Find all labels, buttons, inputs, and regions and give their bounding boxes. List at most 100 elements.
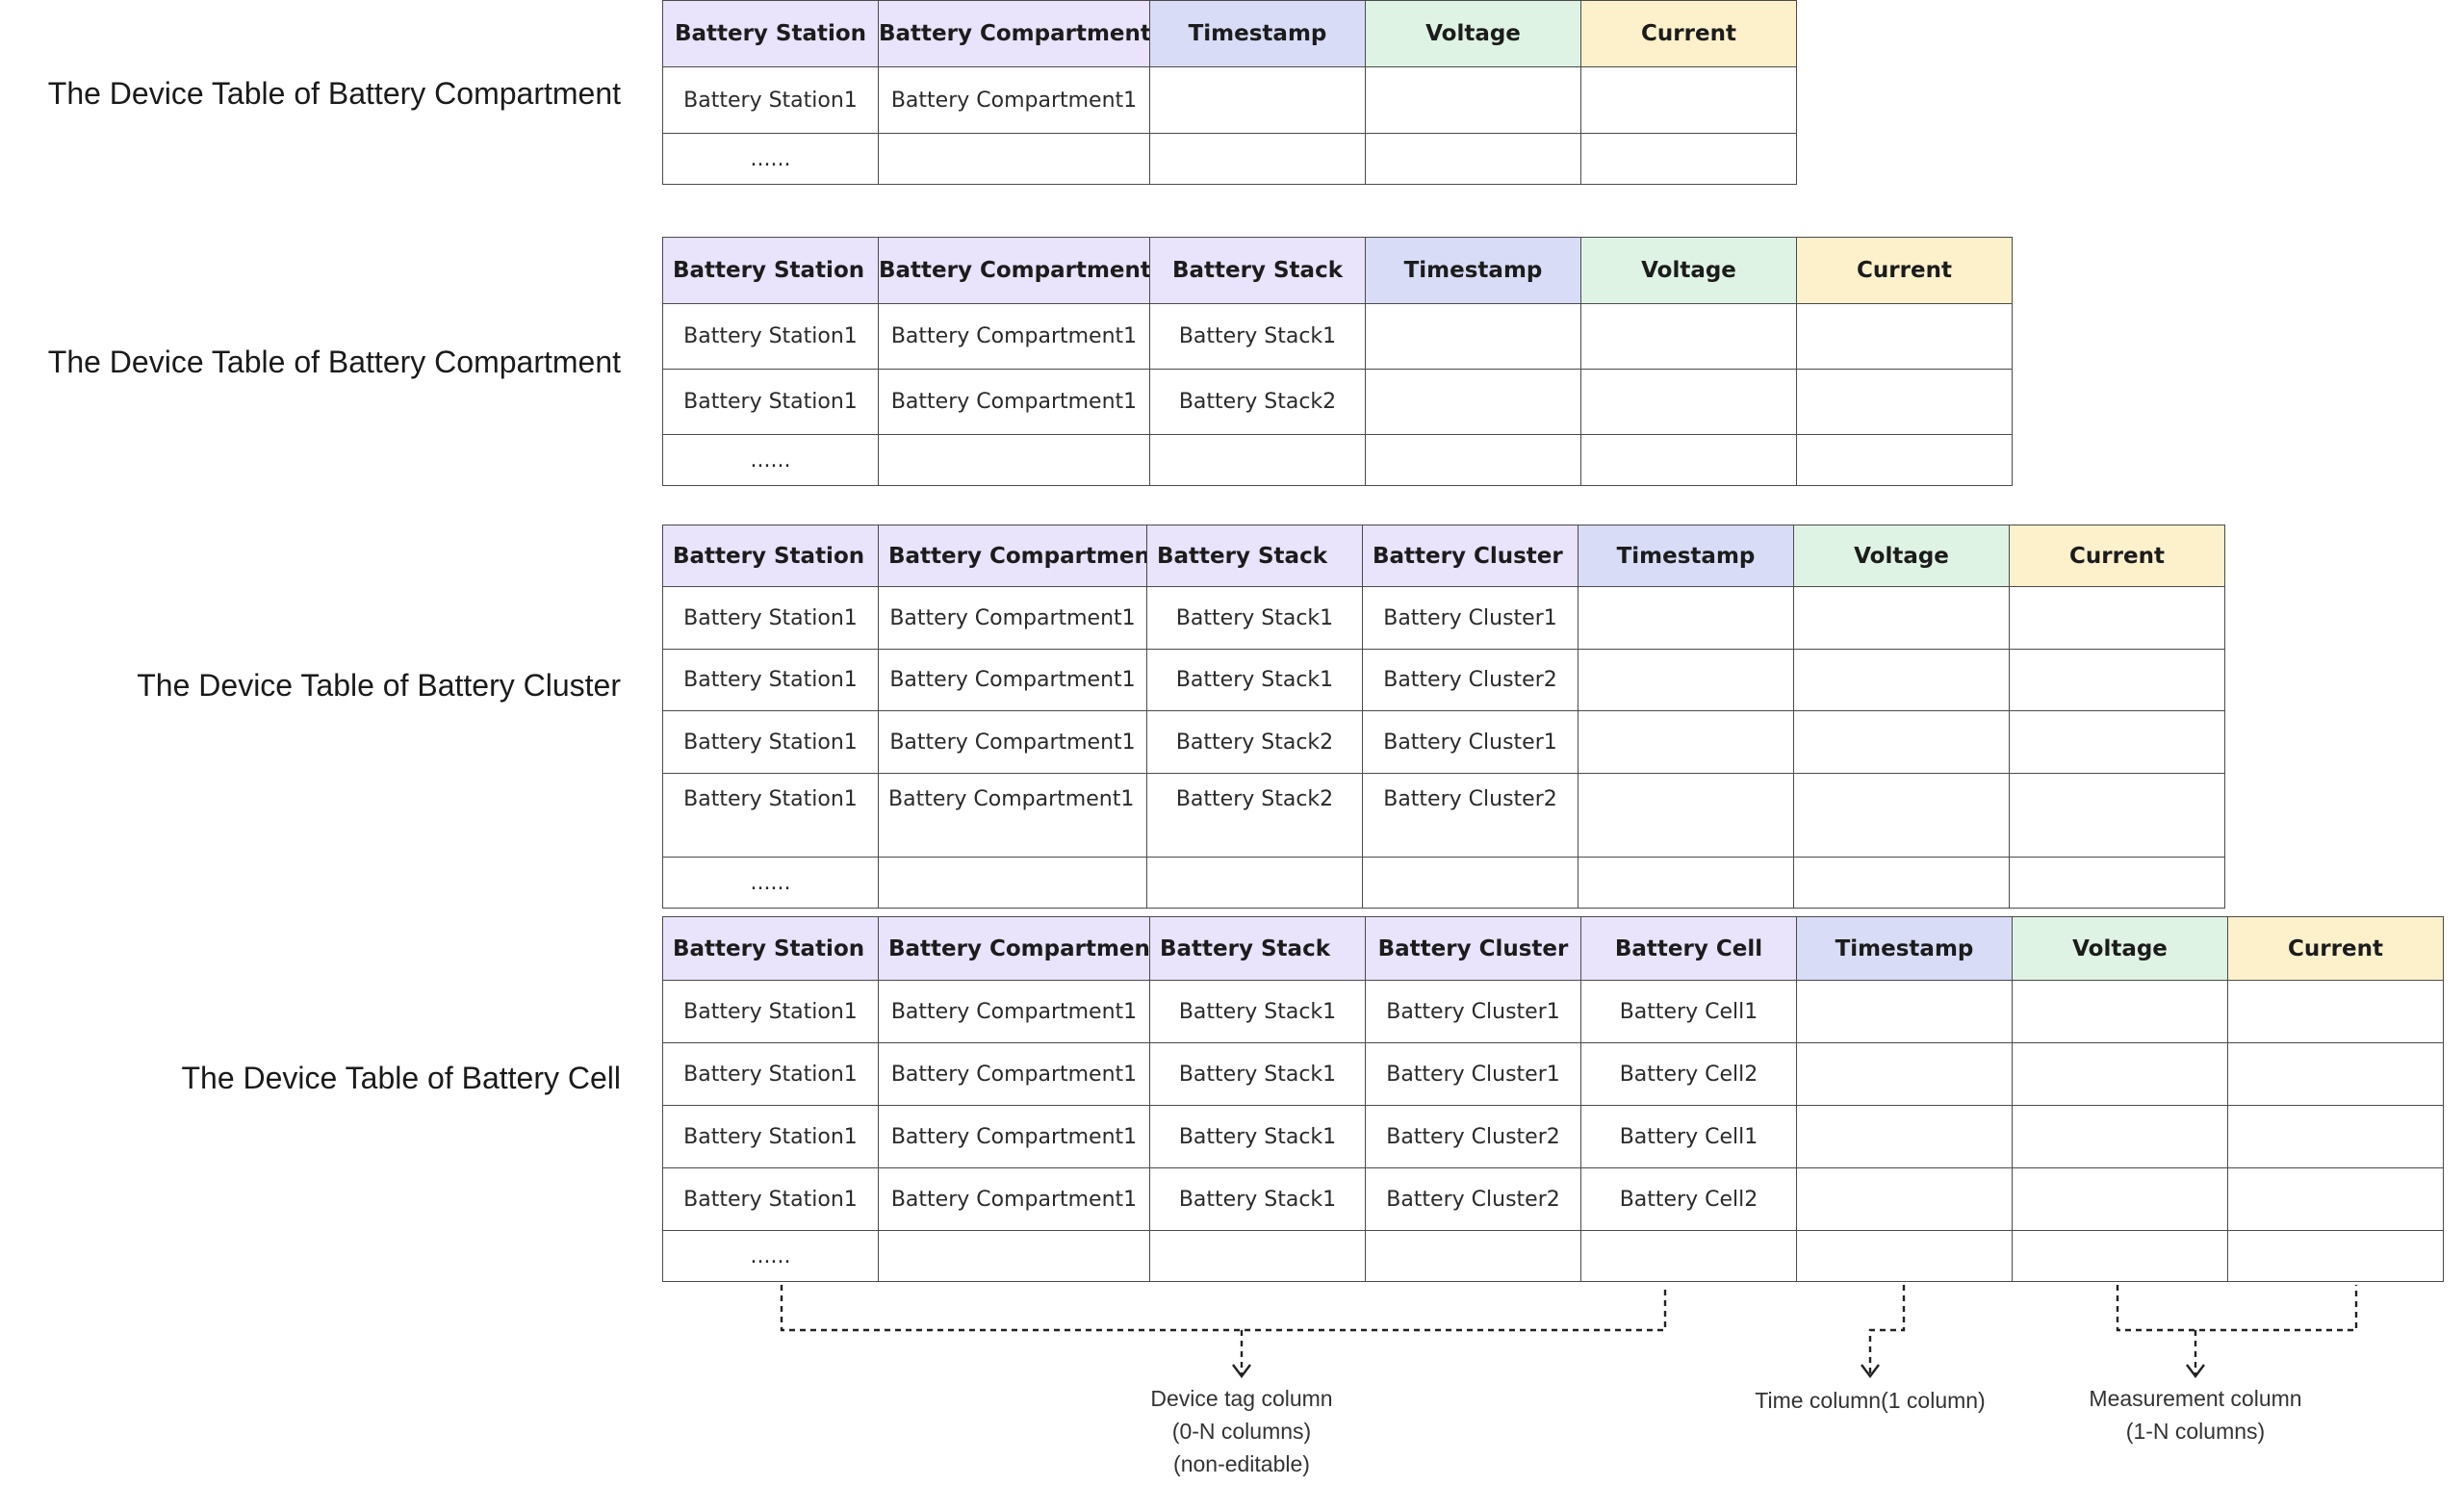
- table-cell: ......: [662, 857, 879, 909]
- table-cell: [1362, 857, 1578, 909]
- table-cell: Battery Stack2: [1149, 369, 1366, 435]
- header-cell: Battery Compartment: [878, 916, 1150, 981]
- table-cell: [2227, 1105, 2444, 1168]
- table-cell: Battery Station1: [662, 303, 879, 370]
- table-row: ......: [662, 434, 2013, 486]
- table-cell: [1578, 710, 1794, 774]
- header-cell: Battery Compartment: [878, 237, 1150, 304]
- table-cell: Battery Compartment1: [878, 1042, 1150, 1106]
- table-row: Battery Station1 Battery Compartment1 Ba…: [662, 303, 2013, 370]
- table-row: Battery Station1 Battery Compartment1 Ba…: [662, 710, 2225, 774]
- header-cell: Timestamp: [1149, 0, 1366, 67]
- table-cell: Battery Station1: [662, 586, 879, 650]
- device-table-battery-cluster: Battery Station Battery Compartment Batt…: [662, 525, 2225, 909]
- table-cell: Battery Cluster1: [1362, 710, 1578, 774]
- table-cell: [1365, 133, 1581, 185]
- table-cell: [2227, 980, 2444, 1043]
- annotation-line: (non-editable): [1173, 1451, 1310, 1476]
- table-cell: Battery Cell1: [1580, 1105, 1797, 1168]
- table-cell: [1796, 434, 2013, 486]
- table-cell: [1796, 1230, 2013, 1282]
- table-cell: Battery Station1: [662, 710, 879, 774]
- annotation-line: (1-N columns): [2125, 1419, 2266, 1444]
- table-cell: Battery Cell1: [1580, 980, 1797, 1043]
- table-cell: Battery Stack1: [1149, 1042, 1366, 1106]
- header-cell: Voltage: [1580, 237, 1797, 304]
- table-cell: Battery Cluster1: [1362, 586, 1578, 650]
- measurement-bracket: [2116, 1285, 2358, 1332]
- table-cell: [1793, 710, 2010, 774]
- header-cell: Voltage: [1793, 525, 2010, 587]
- table-cell: [2012, 980, 2228, 1043]
- header-cell: Battery Cluster: [1362, 525, 1578, 587]
- table-row: ......: [662, 857, 2225, 909]
- table-cell: [1580, 434, 1797, 486]
- table-cell: [1149, 66, 1366, 134]
- table-cell: [2012, 1167, 2228, 1231]
- header-cell: Battery Stack: [1146, 525, 1363, 587]
- table-cell: [1580, 66, 1797, 134]
- table-title: The Device Table of Battery Cell: [181, 1061, 621, 1095]
- table-cell: Battery Cell2: [1580, 1167, 1797, 1231]
- table-row: Battery Station1 Battery Compartment1 Ba…: [662, 586, 2225, 650]
- table-cell: [1793, 857, 2010, 909]
- table-cell: Battery Stack1: [1149, 1105, 1366, 1168]
- table-cell: Battery Cluster2: [1365, 1105, 1581, 1168]
- table-row: ......: [662, 1230, 2444, 1282]
- header-cell: Battery Stack: [1149, 237, 1366, 304]
- table-cell: [1578, 649, 1794, 711]
- annotation-line: Measurement column: [2089, 1386, 2302, 1411]
- table-cell: [2227, 1230, 2444, 1282]
- table-row: Battery Station1 Battery Compartment1 Ba…: [662, 649, 2225, 711]
- table-cell: [2227, 1042, 2444, 1106]
- table-row: Battery Station1 Battery Compartment1 Ba…: [662, 980, 2444, 1043]
- table-row: Battery Station1 Battery Compartment1 Ba…: [662, 369, 2013, 435]
- table-cell: Battery Compartment1: [878, 649, 1147, 711]
- table-cell: ......: [662, 133, 879, 185]
- table-cell: Battery Station1: [662, 1042, 879, 1106]
- table-cell: [1796, 369, 2013, 435]
- table-cell: Battery Stack1: [1149, 303, 1366, 370]
- header-cell: Battery Station: [662, 916, 879, 981]
- table-cell: [1793, 649, 2010, 711]
- table-cell: Battery Compartment1: [878, 586, 1147, 650]
- arrow-head: [1232, 1364, 1251, 1378]
- device-tag-bracket: [780, 1285, 1667, 1332]
- table-cell: Battery Compartment1: [878, 710, 1147, 774]
- annotation-line: Device tag column: [1150, 1386, 1333, 1411]
- measurement-annotation: Measurement column (1-N columns): [2051, 1382, 2340, 1448]
- header-cell: Battery Cell: [1580, 916, 1797, 981]
- table-cell: ......: [662, 434, 879, 486]
- table-cell: Battery Stack1: [1146, 586, 1363, 650]
- table-cell: [1578, 773, 1794, 858]
- table-cell: ......: [662, 1230, 879, 1282]
- arrow-head: [2186, 1364, 2205, 1378]
- header-cell: Current: [1580, 0, 1797, 67]
- table-cell: [2012, 1230, 2228, 1282]
- device-table-battery-compartment-1: Battery Station Battery Compartment Time…: [662, 0, 1797, 185]
- time-bracket: [1868, 1285, 1906, 1374]
- table-cell: Battery Cluster1: [1365, 980, 1581, 1043]
- table-cell: Battery Compartment1: [878, 773, 1147, 858]
- table-cell: [2009, 773, 2225, 858]
- table-cell: [1796, 1105, 2013, 1168]
- table-cell: [2009, 586, 2225, 650]
- table-cell: Battery Stack1: [1149, 1167, 1366, 1231]
- table-row: Battery Station1 Battery Compartment1 Ba…: [662, 1105, 2444, 1168]
- header-cell: Battery Cluster: [1365, 916, 1581, 981]
- table-cell: Battery Station1: [662, 773, 879, 858]
- table-cell: Battery Compartment1: [878, 303, 1150, 370]
- table-cell: Battery Station1: [662, 1105, 879, 1168]
- table-cell: Battery Compartment1: [878, 1167, 1150, 1231]
- header-cell: Battery Compartment: [878, 525, 1147, 587]
- table-cell: Battery Stack2: [1146, 710, 1363, 774]
- table-cell: Battery Cluster2: [1362, 649, 1578, 711]
- annotation-line: (0-N columns): [1171, 1419, 1312, 1444]
- table-cell: [878, 434, 1150, 486]
- table-cell: [1365, 1230, 1581, 1282]
- header-cell: Battery Station: [662, 0, 879, 67]
- table-title: The Device Table of Battery Compartment: [47, 345, 621, 379]
- table-cell: Battery Station1: [662, 649, 879, 711]
- table-row: Battery Station1 Battery Compartment1 Ba…: [662, 1042, 2444, 1106]
